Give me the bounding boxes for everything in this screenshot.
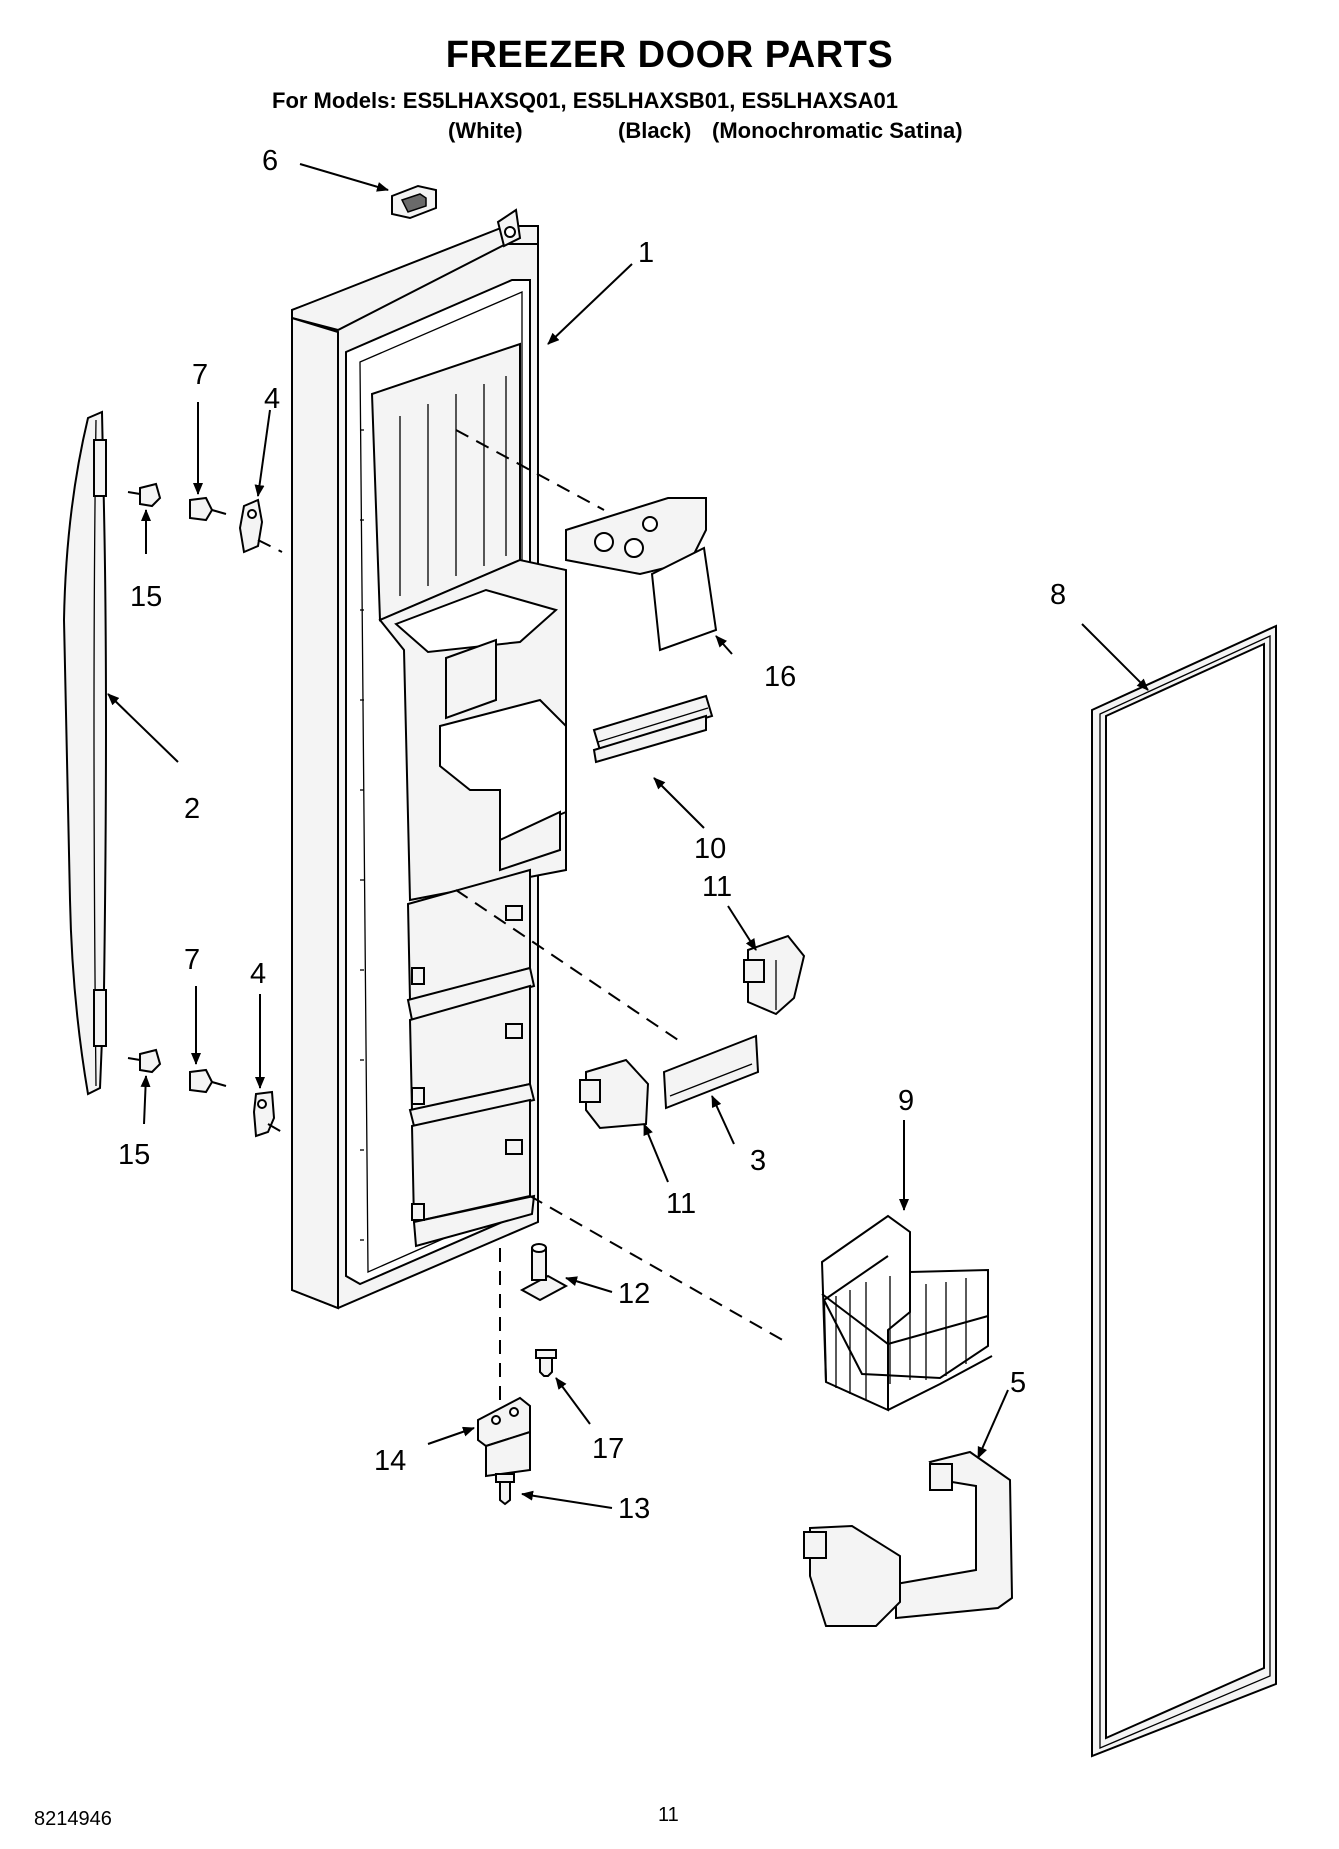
wire-basket-part-9 xyxy=(820,1214,993,1412)
bottom-hinge-part-14 xyxy=(477,1396,531,1478)
callout-11-lower: 11 xyxy=(666,1188,696,1220)
callout-5: 5 xyxy=(1010,1367,1026,1399)
callout-9: 9 xyxy=(898,1085,914,1117)
hinge-cap-part-6 xyxy=(391,184,437,220)
callout-16: 16 xyxy=(764,661,796,693)
door-gasket-part-8 xyxy=(1091,624,1277,1758)
screw-part-13 xyxy=(495,1473,515,1506)
models-line: For Models: ES5LHAXSQ01, ES5LHAXSB01, ES… xyxy=(272,88,898,113)
callout-4-lower: 4 xyxy=(250,958,266,990)
callout-4-upper: 4 xyxy=(264,383,280,415)
callout-11-upper: 11 xyxy=(702,871,732,903)
variant-white-label: (White) xyxy=(448,118,523,143)
callout-17: 17 xyxy=(592,1433,624,1465)
variant-satina-label: (Monochromatic Satina) xyxy=(712,118,963,143)
callout-10: 10 xyxy=(694,833,726,865)
assembly-lines xyxy=(257,429,787,1408)
callout-1: 1 xyxy=(638,237,654,269)
callout-labels: 1 2 3 4 4 5 6 7 7 8 9 10 11 11 12 13 14 … xyxy=(118,145,1066,1525)
callout-7-upper: 7 xyxy=(192,359,208,391)
end-cap-part-11-lower xyxy=(579,1058,650,1130)
callout-13: 13 xyxy=(618,1493,650,1525)
freezer-door-part-1 xyxy=(291,208,567,1310)
callout-15-lower: 15 xyxy=(118,1139,150,1171)
callout-15-upper: 15 xyxy=(130,581,162,613)
hardware-upper xyxy=(127,482,264,554)
hardware-lower xyxy=(127,1048,276,1138)
dispenser-plate-part-16 xyxy=(565,497,718,652)
end-cap-part-11-upper xyxy=(743,934,806,1016)
basket-bracket-part-5 xyxy=(803,1450,1014,1627)
page-title: FREEZER DOOR PARTS xyxy=(445,34,894,76)
callout-7-lower: 7 xyxy=(184,944,200,976)
page-number: 11 xyxy=(658,1804,679,1826)
document-number: 8214946 xyxy=(34,1808,112,1830)
callout-6: 6 xyxy=(262,145,278,177)
screw-part-17 xyxy=(535,1349,557,1377)
callout-8: 8 xyxy=(1050,579,1066,611)
callout-12: 12 xyxy=(618,1278,650,1310)
hinge-pin-part-12 xyxy=(519,1243,569,1302)
callout-14: 14 xyxy=(374,1445,406,1477)
callout-arrows xyxy=(107,163,1149,1509)
trim-strip-part-10 xyxy=(592,694,714,764)
callout-3: 3 xyxy=(750,1145,766,1177)
variant-black-label: (Black) xyxy=(618,118,692,143)
callout-2: 2 xyxy=(184,793,200,825)
door-handle-part-2 xyxy=(62,410,107,1096)
trim-part-3 xyxy=(662,1034,760,1110)
